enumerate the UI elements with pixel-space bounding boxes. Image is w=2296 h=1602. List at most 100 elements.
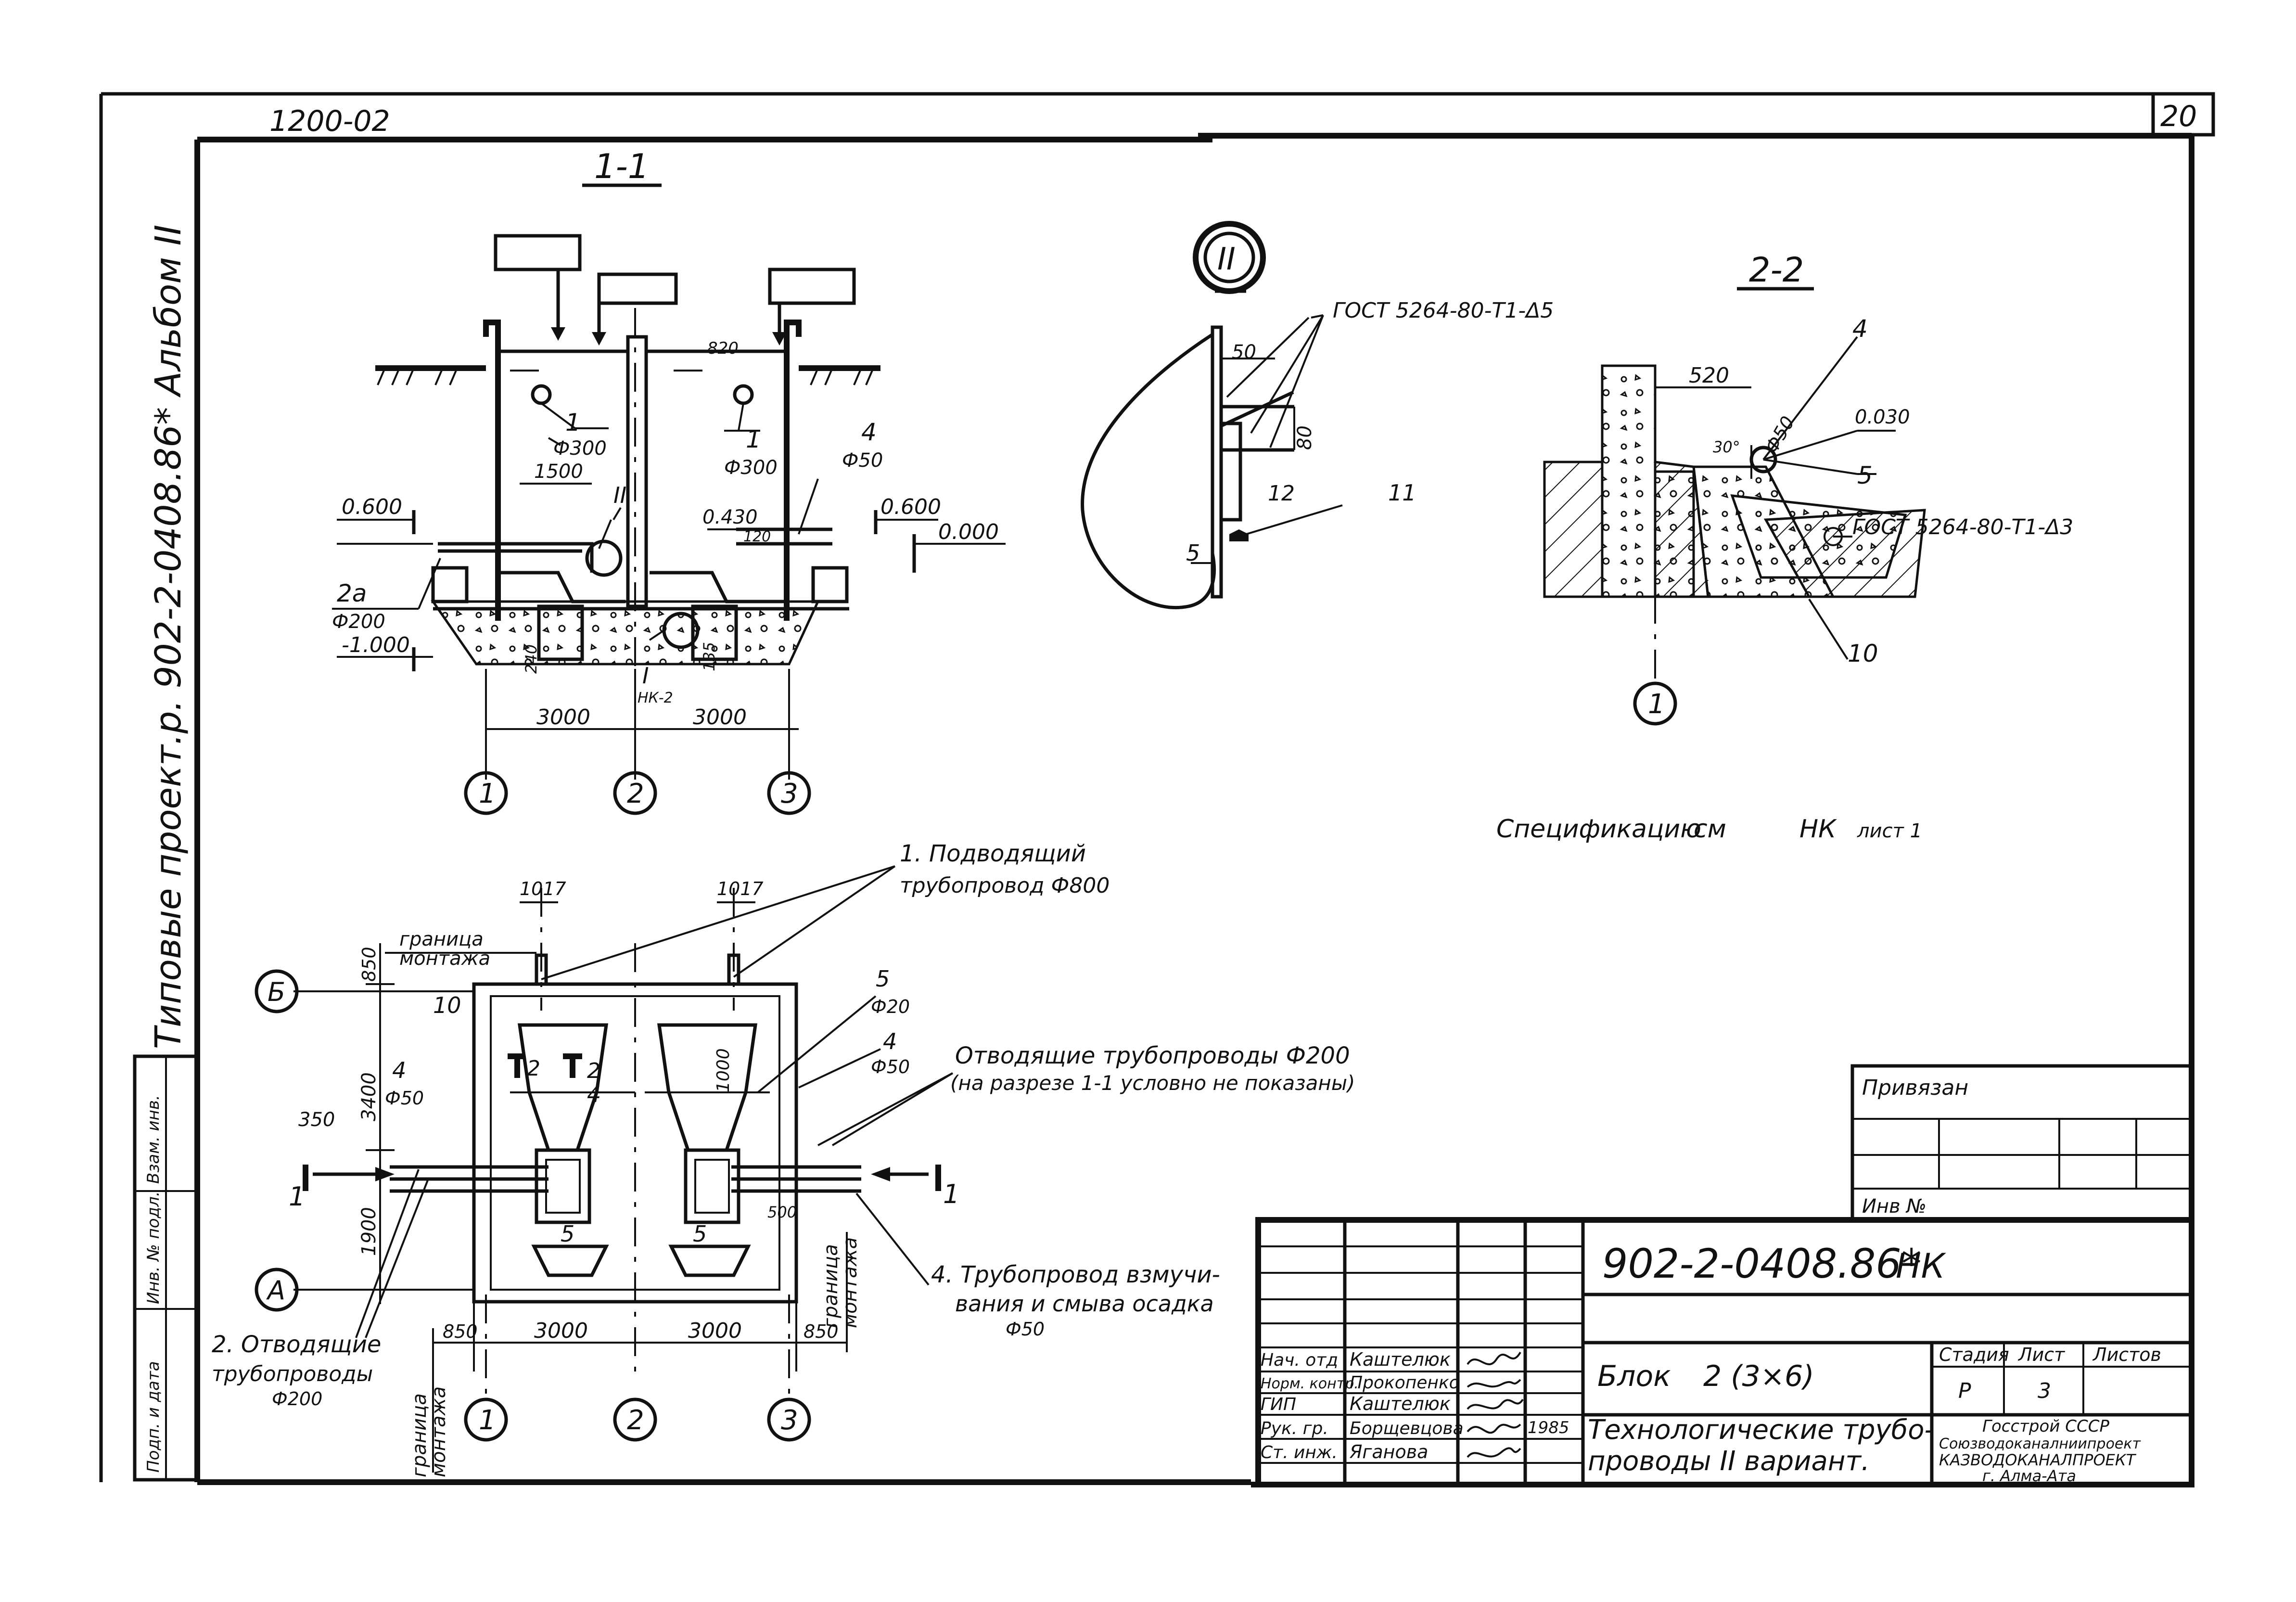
- callout-4: 4: [861, 418, 877, 446]
- spec-note-a: Спецификацию: [1496, 815, 1701, 844]
- dim-3000-a: 3000: [536, 705, 590, 730]
- section-2-2-gost: ГОСТ 5264-80-Т1-Δ3: [1852, 515, 2073, 539]
- section-2-2-axis-1: 1: [1648, 689, 1665, 720]
- title-block-label: Блок: [1597, 1359, 1671, 1393]
- sheet-number: 20: [2160, 100, 2197, 133]
- dim-3000-b: 3000: [693, 705, 747, 730]
- plan-dim-3000-b: 3000: [688, 1319, 742, 1343]
- mark-minus-1000: -1.000: [342, 633, 410, 657]
- plan-cut-1-left: 1: [289, 1181, 305, 1212]
- plan-dim-3000-a: 3000: [534, 1319, 588, 1343]
- plan-dim-850-top: 850: [358, 947, 380, 982]
- plan-dim-850-left: 850: [443, 1321, 478, 1342]
- section-2-2-title: 2-2: [1749, 250, 1804, 290]
- detail-II-dim-80: 80: [1294, 425, 1316, 450]
- sheet-frame: [99, 92, 2215, 1487]
- section-2-2-label-10: 10: [1848, 640, 1878, 667]
- sheet-value: 3: [2038, 1379, 2051, 1403]
- plan-phi50-b: Ф50: [871, 1056, 910, 1077]
- title-doc-suffix: НК: [1896, 1246, 1947, 1286]
- axis-3-section: 3: [781, 778, 798, 809]
- plan-granitsa-left: граница: [408, 1393, 431, 1477]
- name-1: Каштелюк: [1350, 1349, 1451, 1370]
- detail-II-t12: 12: [1268, 481, 1295, 506]
- sheet-header: Лист: [2017, 1344, 2066, 1365]
- title-block: [1255, 1217, 2194, 1487]
- section-2-2-mark-0030: 0.030: [1855, 406, 1910, 428]
- plan-label-5-b: 5: [693, 1221, 707, 1247]
- callout-I: I: [642, 663, 649, 689]
- title-year: 1985: [1528, 1418, 1569, 1437]
- dim-820: 820: [707, 339, 739, 358]
- stamp-row-vzam: Взам. инв.: [144, 1095, 163, 1184]
- title-doc-code: 902-2-0408.86*: [1602, 1240, 1922, 1287]
- note-1-line-1: 1. Подводящий: [900, 840, 1086, 867]
- plan-cut-1-right: 1: [943, 1179, 959, 1209]
- mark-0430: 0.430: [702, 506, 758, 528]
- spec-note-b: см: [1694, 815, 1726, 844]
- callout-1-left-dia: Ф300: [553, 437, 607, 460]
- detail-II-dim-50: 50: [1232, 341, 1256, 363]
- plan-axis-3: 3: [781, 1405, 798, 1436]
- plan-label-5-a: 5: [561, 1221, 574, 1247]
- dim-135: 135: [700, 642, 718, 671]
- plan-axis-B: Б: [268, 977, 285, 1007]
- stage-value: Р: [1958, 1379, 1971, 1403]
- plan-label-4-a: 4: [392, 1057, 406, 1083]
- callout-2a: 2а: [337, 579, 367, 607]
- plan-dim-1900: 1900: [358, 1207, 380, 1256]
- plan-phi20: Ф20: [871, 996, 910, 1017]
- note-out-line-1: Отводящие трубопроводы Ф200: [955, 1042, 1350, 1069]
- section-2-2-angle: 30°: [1713, 438, 1740, 456]
- spec-note-c: НК: [1799, 815, 1837, 844]
- dim-120: 120: [743, 528, 771, 545]
- note-out-line-2: (на разрезе 1-1 условно не показаны): [950, 1071, 1355, 1095]
- org-line-1: Госстрой СССР: [1982, 1417, 2109, 1436]
- detail-II-label-5: 5: [1186, 540, 1200, 566]
- role-st-inzh: Ст. инж.: [1261, 1443, 1338, 1462]
- callout-2a-dia: Ф200: [332, 611, 385, 633]
- detail-II-gost: ГОСТ 5264-80-Т1-Δ5: [1333, 298, 1554, 323]
- section-2-2-dim-520: 520: [1689, 363, 1729, 388]
- section-2-2: [1543, 287, 1926, 726]
- axis-2-section: 2: [627, 778, 644, 809]
- plan-dim-1000: 1000: [714, 1048, 733, 1092]
- dim-240: 240: [522, 644, 540, 674]
- plan-view: [255, 865, 954, 1473]
- plan-label-10: 10: [433, 992, 461, 1018]
- plan-montazha-right: монтажа: [839, 1237, 861, 1328]
- plan-dim-850-right: 850: [804, 1321, 839, 1342]
- callout-1-right: 1: [746, 425, 761, 453]
- plan-cut-2: 2: [527, 1056, 540, 1081]
- left-stamp: [133, 1054, 199, 1482]
- role-ruk-gr: Рук. гр.: [1261, 1419, 1328, 1438]
- privyazan-title: Привязан: [1862, 1076, 1968, 1100]
- sheets-header: Листов: [2092, 1344, 2161, 1365]
- plan-label-5-c: 5: [876, 966, 890, 992]
- plan-phi50-a: Ф50: [385, 1088, 424, 1109]
- name-4: Борщевцова: [1350, 1419, 1464, 1438]
- mark-0600-right: 0.600: [880, 495, 941, 519]
- note-2-line-1: 2. Отводящие: [212, 1331, 381, 1358]
- mark-0000: 0.000: [938, 520, 999, 544]
- detail-II-number: II: [1217, 242, 1236, 277]
- section-1-1: [332, 183, 1006, 815]
- title-name-line-2: проводы II вариант.: [1588, 1446, 1870, 1477]
- note-4-line-3: Ф50: [1006, 1319, 1045, 1340]
- note-4-line-1: 4. Трубопровод взмучи-: [931, 1261, 1220, 1288]
- note-2-line-3: Ф200: [272, 1388, 322, 1410]
- privyazan-inv: Инв №: [1862, 1195, 1926, 1218]
- callout-II: II: [613, 482, 626, 508]
- title-name-line-1: Технологические трубо-: [1588, 1414, 1934, 1446]
- section-1-1-title: 1-1: [594, 147, 649, 186]
- plan-montazha-top: монтажа: [399, 948, 490, 970]
- callout-I-sub: НК-2: [638, 690, 673, 706]
- plan-dim-100-a: 1017: [520, 878, 566, 899]
- section-2-2-label-5: 5: [1857, 461, 1873, 489]
- note-1-line-2: трубопровод Ф800: [900, 873, 1110, 898]
- detail-II: [1081, 221, 1343, 609]
- detail-II-label-11: 11: [1388, 480, 1416, 506]
- stage-header: Стадия: [1939, 1344, 2009, 1365]
- plan-dim-500: 500: [767, 1203, 797, 1221]
